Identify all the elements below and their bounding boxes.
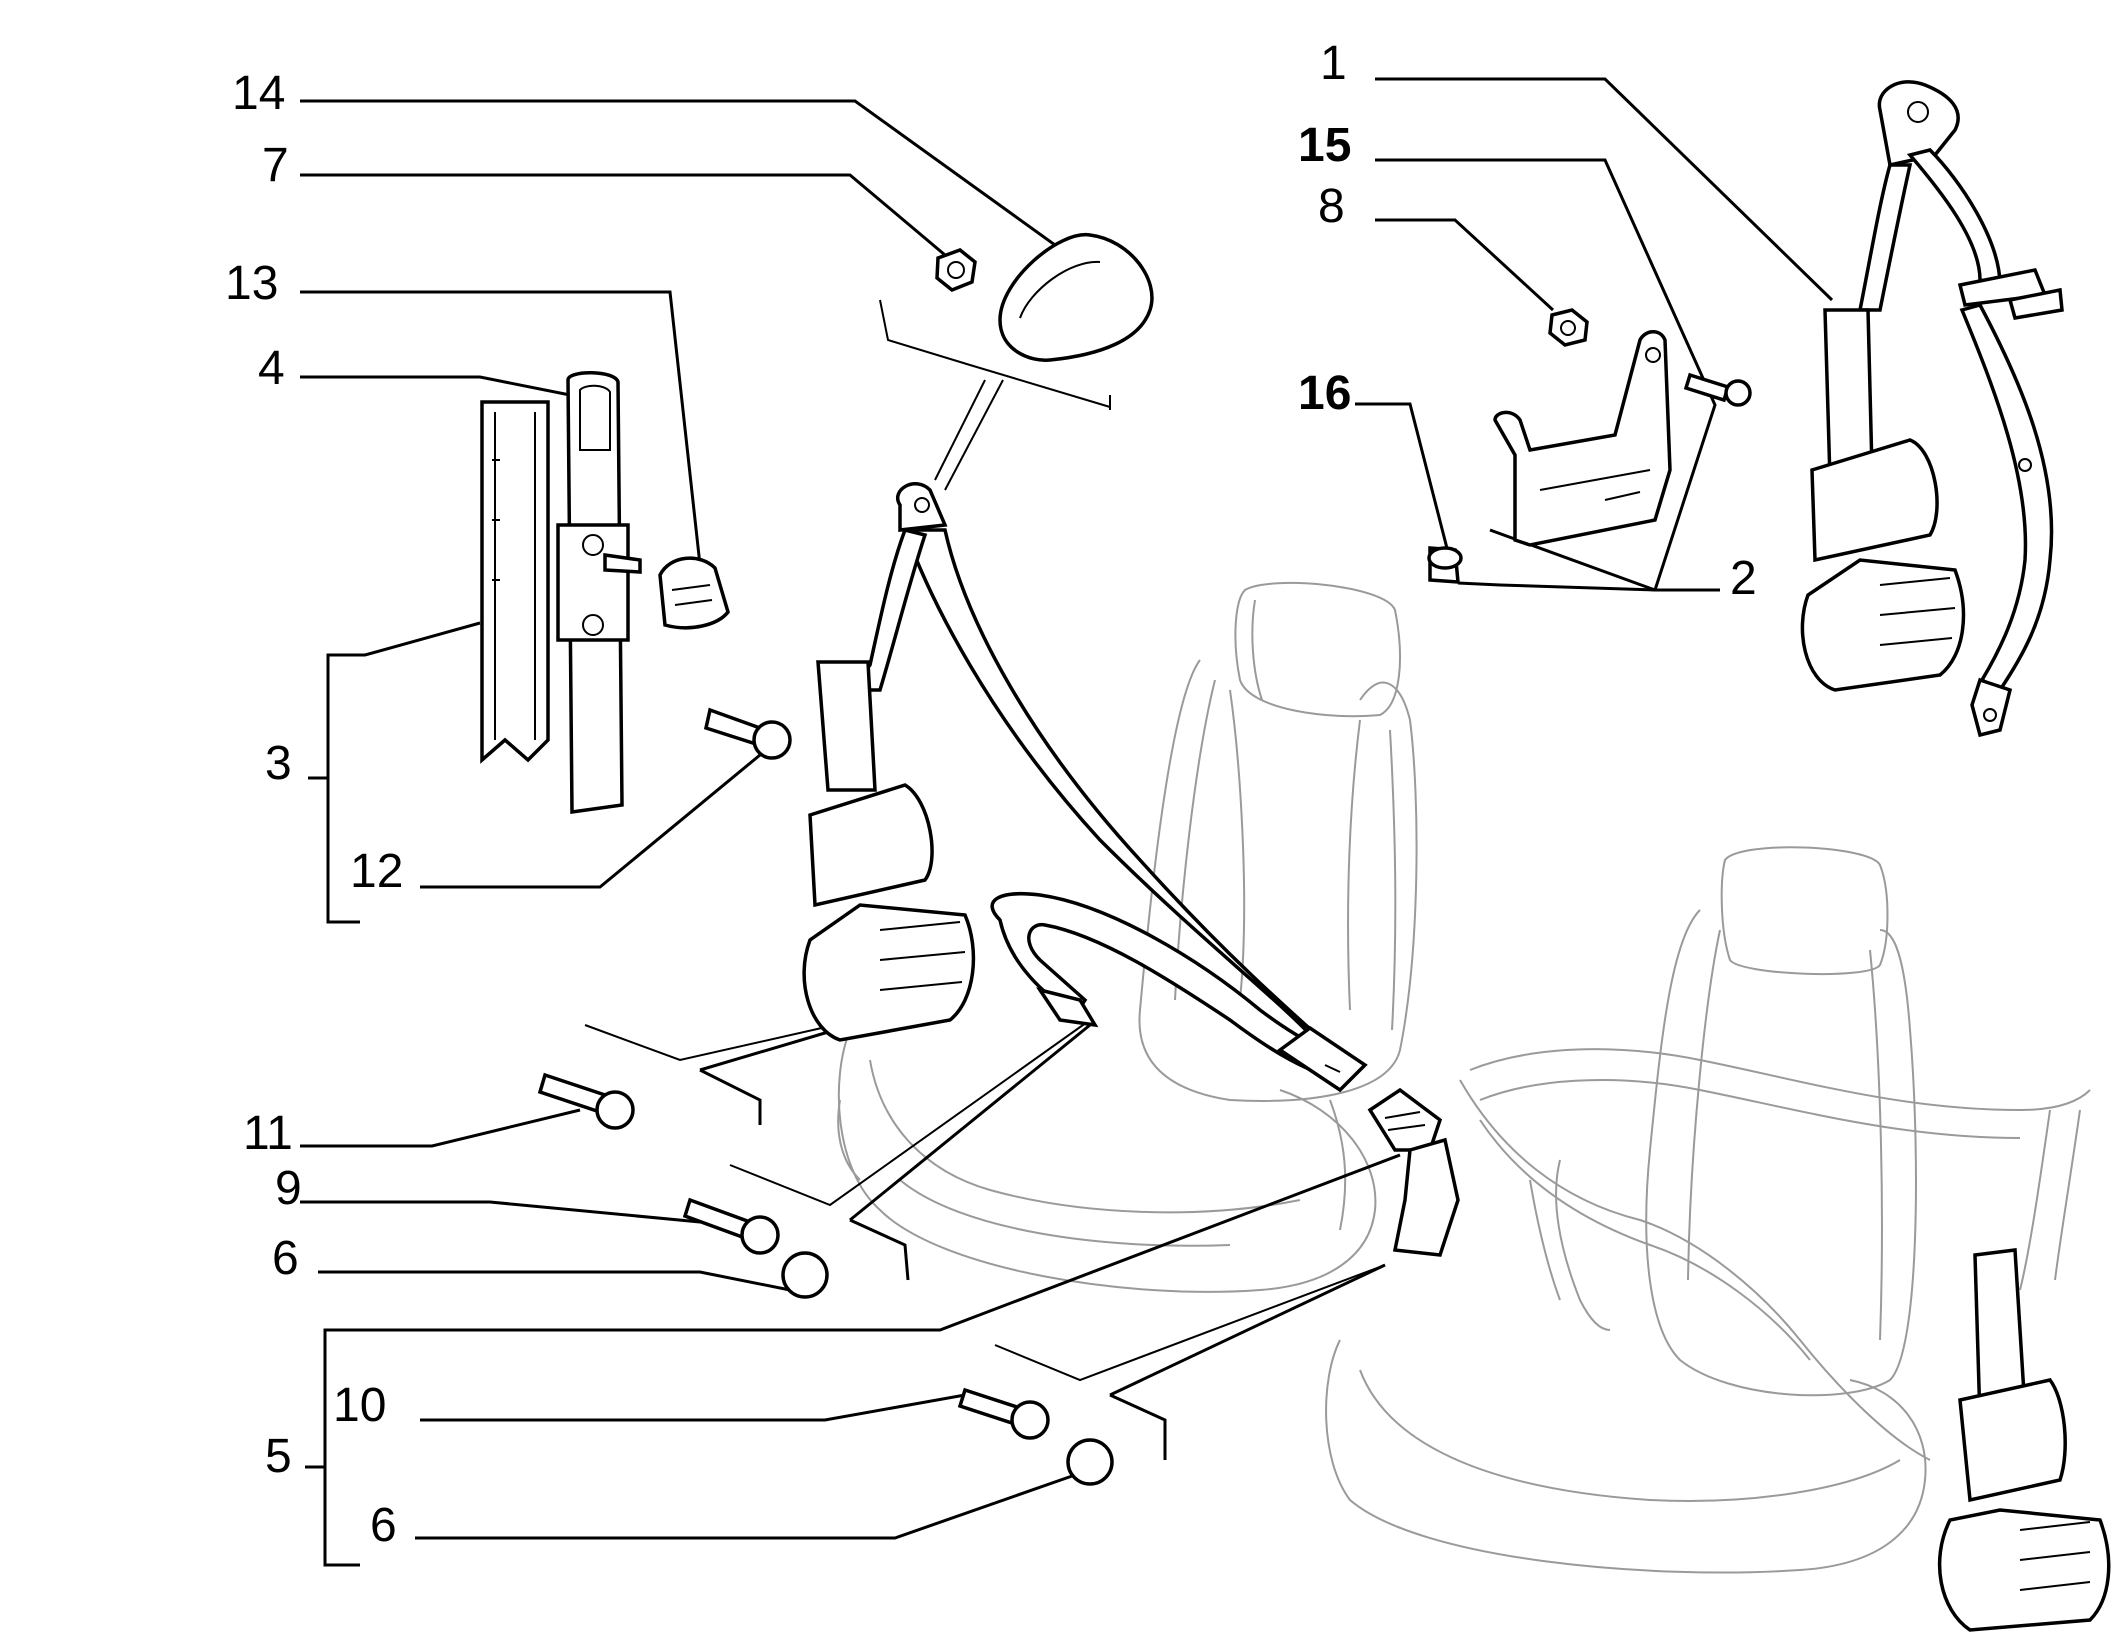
part-16-stud bbox=[1427, 546, 1463, 584]
part-1-belt-assembly bbox=[1800, 80, 2064, 738]
part-11-bolt bbox=[537, 1072, 635, 1130]
rear-retractor bbox=[1937, 1248, 2111, 1632]
seat-belt-assembly bbox=[802, 482, 1460, 1257]
callout-7: 7 bbox=[262, 139, 289, 192]
callout-10: 10 bbox=[333, 1379, 387, 1432]
callout-4: 4 bbox=[258, 342, 285, 395]
callout-9: 9 bbox=[275, 1162, 302, 1215]
part-7-nut bbox=[935, 248, 977, 293]
callout-5: 5 bbox=[265, 1430, 292, 1483]
callout-12: 12 bbox=[350, 845, 404, 898]
rear-seat-outline bbox=[1325, 846, 2091, 1574]
callout-2: 2 bbox=[1730, 552, 1757, 605]
leader-lines bbox=[300, 77, 1834, 1567]
callout-13: 13 bbox=[225, 257, 279, 310]
callout-11: 11 bbox=[243, 1107, 293, 1160]
callout-8: 8 bbox=[1318, 180, 1345, 233]
part-14-cover-cap bbox=[998, 233, 1154, 362]
part-15-bracket bbox=[1493, 330, 1752, 547]
part-3-guide-rail bbox=[480, 400, 550, 764]
callout-15: 15 bbox=[1298, 119, 1352, 172]
part-4-height-adjuster bbox=[556, 371, 642, 815]
callout-1: 1 bbox=[1320, 37, 1347, 90]
callout-16: 16 bbox=[1298, 367, 1352, 420]
part-12-bolt bbox=[703, 707, 792, 760]
callout-6-upper: 6 bbox=[272, 1232, 299, 1285]
callout-14: 14 bbox=[232, 67, 286, 120]
callout-6-lower: 6 bbox=[370, 1499, 397, 1552]
part-6-cap-lower bbox=[1066, 1438, 1114, 1486]
part-8-nut bbox=[1548, 308, 1589, 347]
callout-3: 3 bbox=[265, 737, 292, 790]
part-9-bolt bbox=[682, 1197, 780, 1255]
part-6-cap-upper bbox=[781, 1251, 829, 1299]
part-10-bolt bbox=[957, 1387, 1050, 1440]
part-13-clip bbox=[658, 556, 730, 630]
